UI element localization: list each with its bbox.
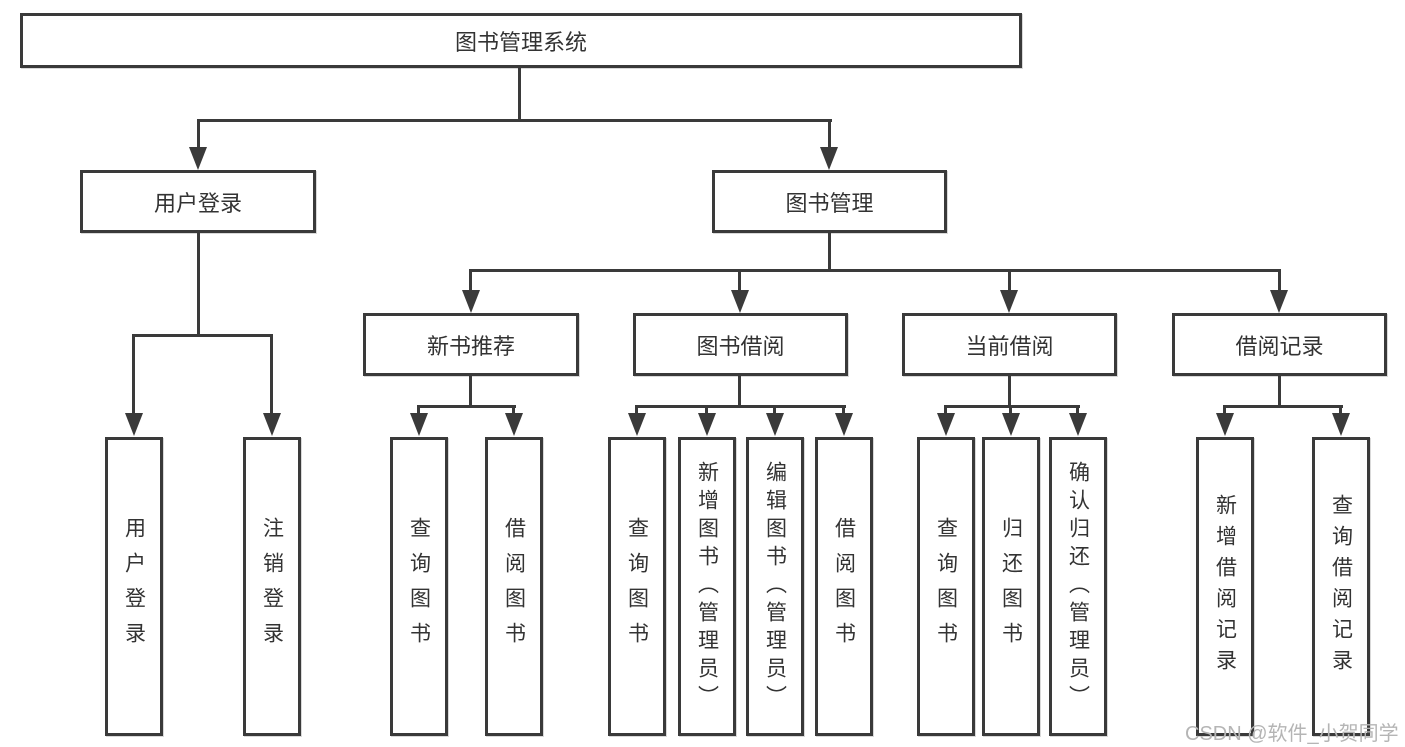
arrowhead-down-icon [731,290,749,313]
connector-line [512,408,515,414]
node-confirm-return-admin-label: 确认归还（管理员） [1066,460,1090,713]
arrowhead-down-icon [263,413,281,436]
arrowhead-down-icon [1332,413,1350,436]
arrowhead-down-icon [766,413,784,436]
node-book-borrowing-label: 图书借阅 [696,333,785,359]
node-borrowing-records: 借阅记录 [1172,313,1387,376]
connector-line [635,405,846,408]
connector-line [197,122,200,148]
node-query-borrow-record: 查询借阅记录 [1312,437,1370,736]
connector-line [1008,272,1011,291]
connector-line [1223,405,1343,408]
node-user-login-label: 用户登录 [153,190,242,216]
connector-line [1223,408,1226,414]
node-add-borrow-record-label: 新增借阅记录 [1213,493,1237,680]
arrowhead-down-icon [505,413,523,436]
node-book-borrowing: 图书借阅 [633,313,848,376]
connector-line [705,408,708,414]
node-user-login-action-label: 用户登录 [122,516,146,657]
connector-line [828,122,831,148]
node-add-borrow-record: 新增借阅记录 [1196,437,1254,736]
node-book-management-label: 图书管理 [785,190,874,216]
node-borrowing-records-label: 借阅记录 [1235,333,1324,359]
arrowhead-down-icon [1216,413,1234,436]
node-current-borrowing: 当前借阅 [902,313,1117,376]
node-query-borrow-record-label: 查询借阅记录 [1329,493,1353,680]
arrowhead-down-icon [628,413,646,436]
arrowhead-down-icon [1069,413,1087,436]
node-borrow-books-newbook: 借阅图书 [485,437,543,736]
node-borrow-books-borrowing: 借阅图书 [815,437,873,736]
node-query-books-borrowing: 查询图书 [608,437,666,736]
connector-line [773,408,776,414]
node-logout-action: 注销登录 [243,437,301,736]
watermark: CSDN @软件_小贺同学 [1185,723,1399,745]
node-query-books-borrowing-label: 查询图书 [625,516,649,657]
connector-line [417,405,516,408]
node-borrow-books-borrowing-label: 借阅图书 [832,516,856,657]
connector-line [944,408,947,414]
connector-line [1339,408,1342,414]
node-borrow-books-newbook-label: 借阅图书 [502,516,526,657]
connector-line [944,405,1080,408]
connector-line [132,334,273,337]
connector-line [1009,408,1012,414]
connector-line [132,337,135,414]
connector-line [635,408,638,414]
arrowhead-down-icon [410,413,428,436]
connector-line [1008,376,1011,407]
connector-line [738,272,741,291]
arrowhead-down-icon [125,413,143,436]
arrowhead-down-icon [937,413,955,436]
connector-line [469,376,472,407]
node-current-borrowing-label: 当前借阅 [965,333,1054,359]
connector-line [842,408,845,414]
node-logout-action-label: 注销登录 [260,516,284,657]
node-user-login: 用户登录 [80,170,316,233]
node-query-books-current: 查询图书 [917,437,975,736]
node-return-books: 归还图书 [982,437,1040,736]
connector-line [469,269,1281,272]
node-new-book-recommendation: 新书推荐 [363,313,579,376]
connector-line [1278,272,1281,291]
arrowhead-down-icon [189,147,207,170]
node-book-management: 图书管理 [712,170,947,233]
node-add-books-admin: 新增图书（管理员） [678,437,736,736]
arrowhead-down-icon [1000,290,1018,313]
connector-line [270,337,273,414]
node-library-system: 图书管理系统 [20,13,1022,68]
node-query-books-newbook-label: 查询图书 [407,516,431,657]
arrowhead-down-icon [820,147,838,170]
node-new-book-recommendation-label: 新书推荐 [426,333,515,359]
arrowhead-down-icon [462,290,480,313]
node-query-books-newbook: 查询图书 [390,437,448,736]
node-user-login-action: 用户登录 [105,437,163,736]
node-query-books-current-label: 查询图书 [934,516,958,657]
node-confirm-return-admin: 确认归还（管理员） [1049,437,1107,736]
connector-line [197,119,832,122]
node-edit-books-admin: 编辑图书（管理员） [746,437,804,736]
arrowhead-down-icon [1002,413,1020,436]
connector-line [1076,408,1079,414]
connector-line [417,408,420,414]
connector-line [828,233,831,271]
connector-line [518,68,521,122]
arrowhead-down-icon [1270,290,1288,313]
node-add-books-admin-label: 新增图书（管理员） [695,460,719,713]
connector-line [1278,376,1281,407]
node-edit-books-admin-label: 编辑图书（管理员） [763,460,787,713]
node-library-system-label: 图书管理系统 [454,29,587,55]
connector-line [197,233,200,337]
arrowhead-down-icon [835,413,853,436]
connector-line [469,272,472,291]
node-return-books-label: 归还图书 [999,516,1023,657]
connector-line [738,376,741,407]
arrowhead-down-icon [698,413,716,436]
